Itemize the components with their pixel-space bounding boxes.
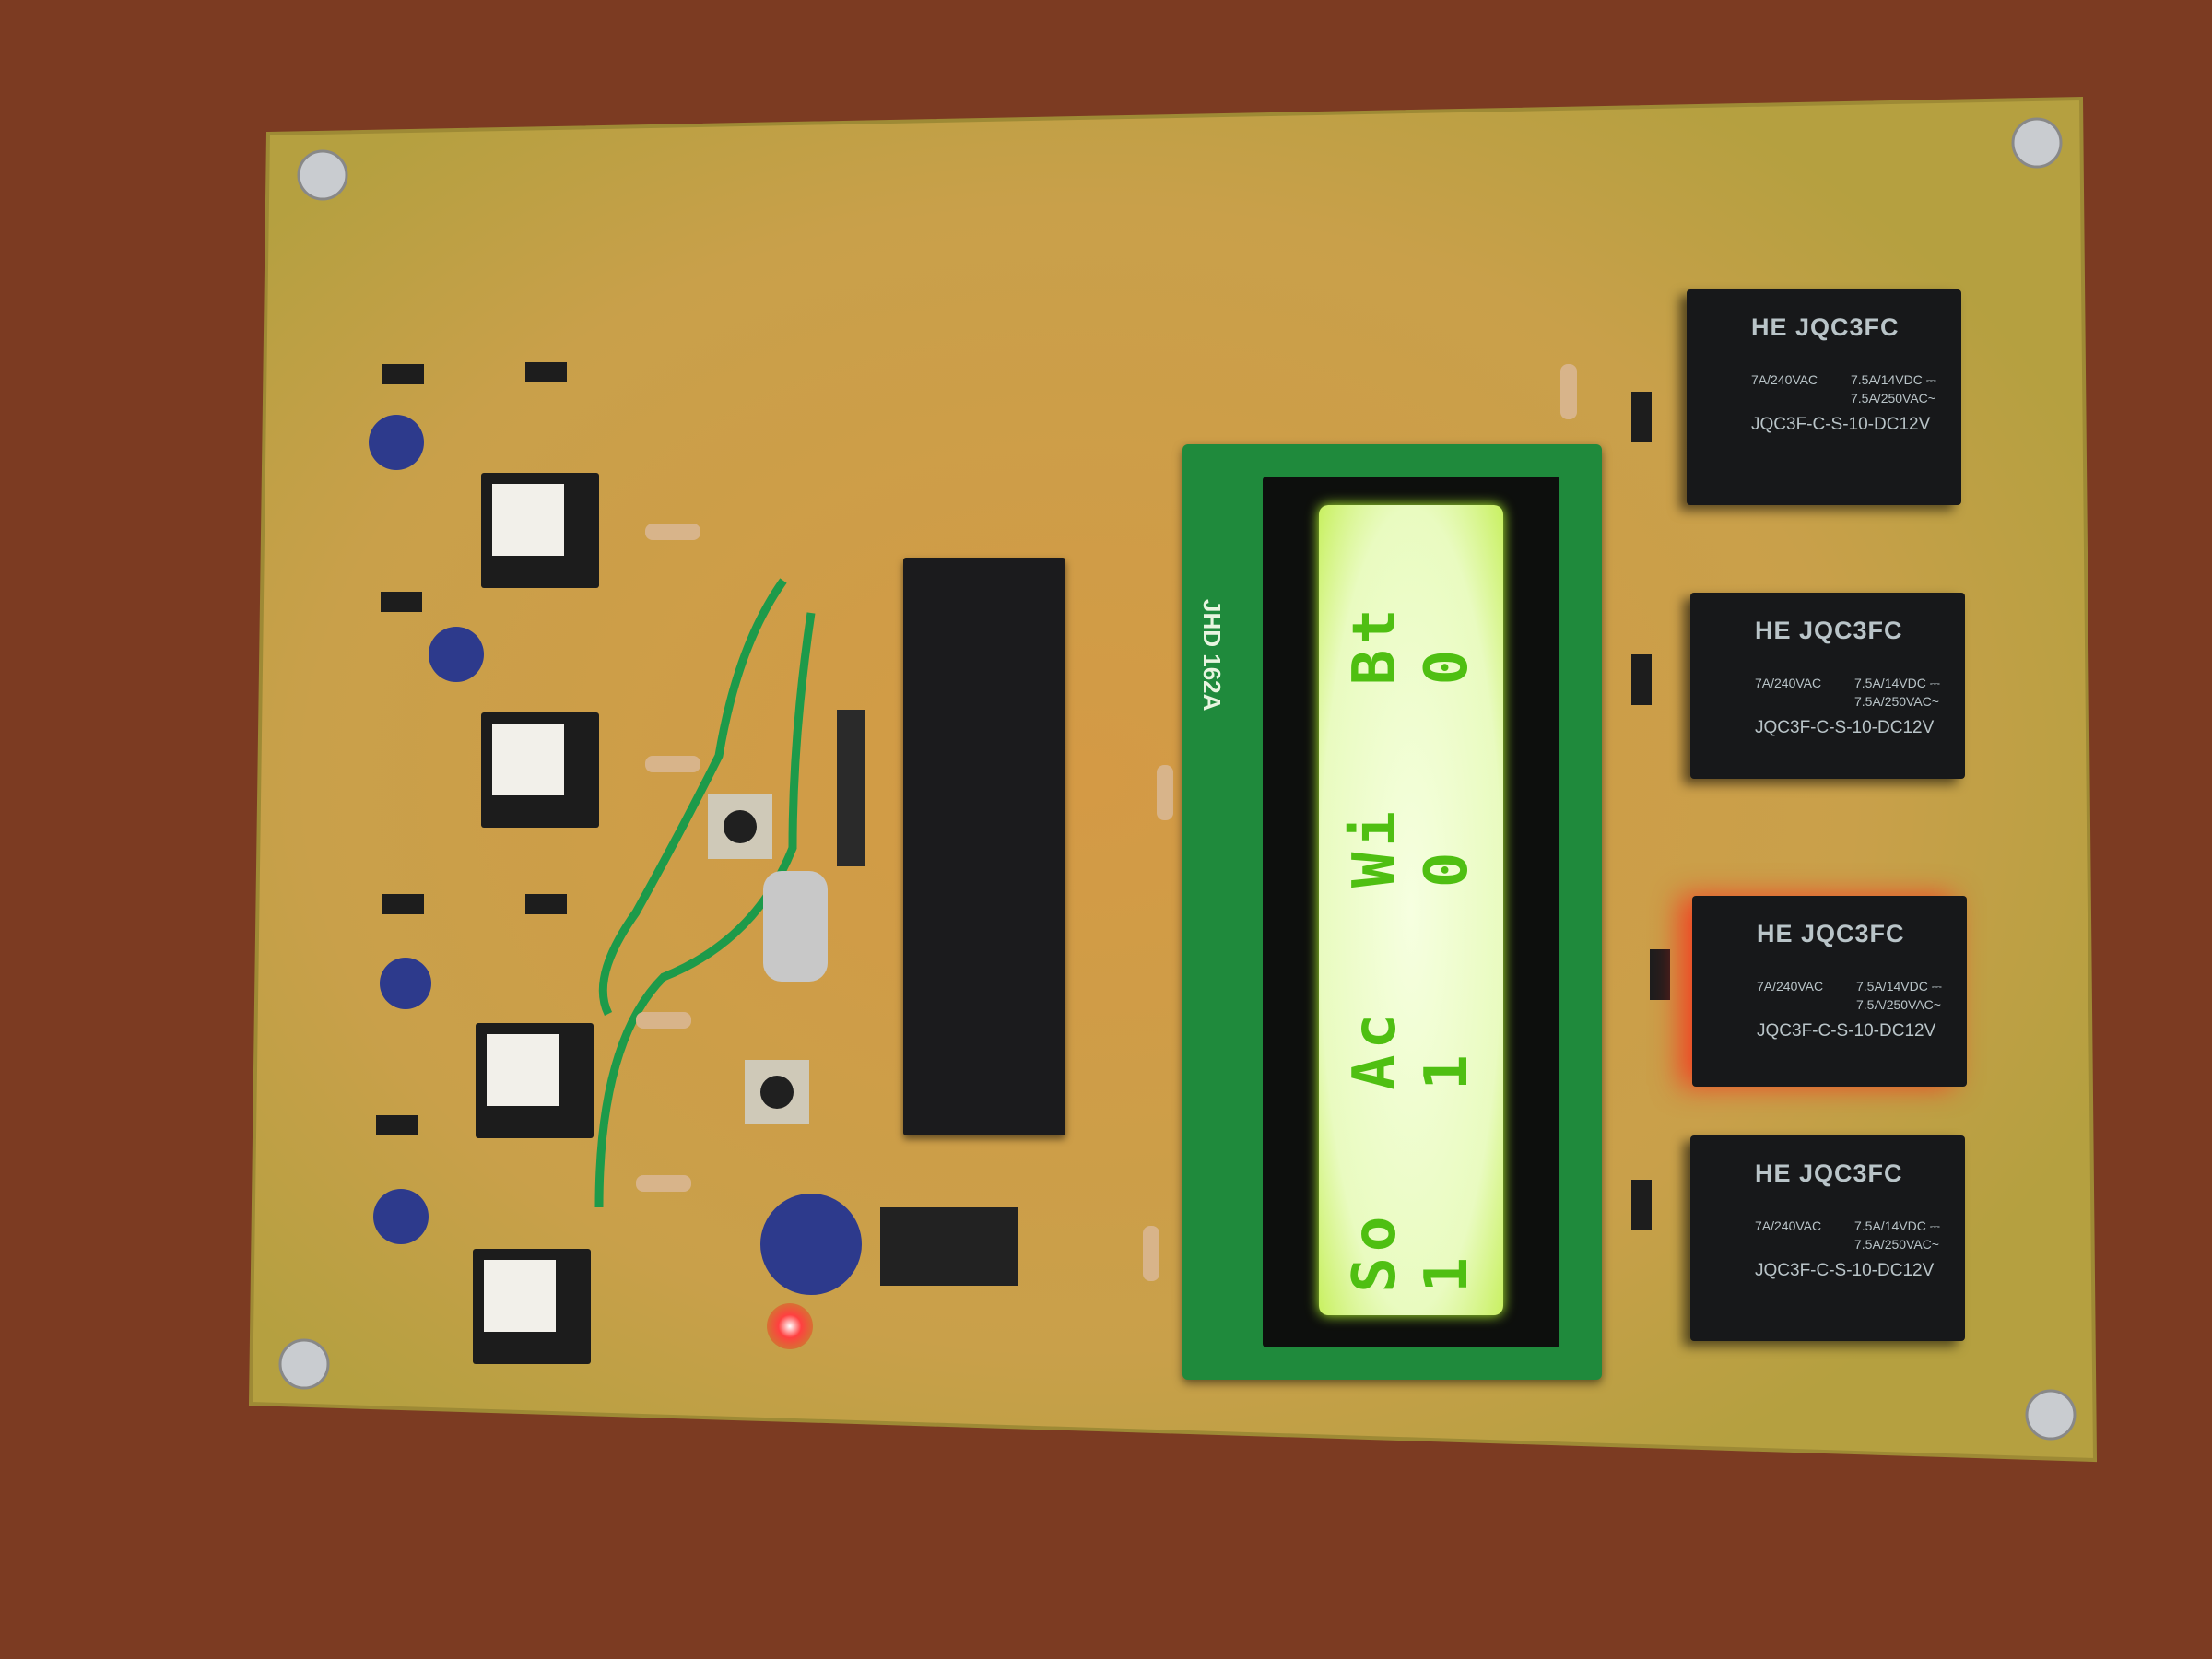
- relay-rating-dc: 7.5A/14VDC ⎓: [1856, 979, 1942, 994]
- relay-model: JQC3F-C-S-10-DC12V: [1755, 718, 1935, 737]
- lcd-label-so: So: [1341, 1210, 1409, 1293]
- power-led: [767, 1303, 813, 1349]
- relay-model: JQC3F-C-S-10-DC12V: [1755, 1261, 1935, 1280]
- lcd-label-ac: Ac: [1341, 1007, 1409, 1090]
- microcontroller-chip: [903, 558, 1065, 1135]
- lcd-label-wi: Wi: [1341, 805, 1409, 888]
- relay-1: HE JQC3FC 7A/240VAC 7.5A/14VDC ⎓ 7.5A/25…: [1687, 289, 1961, 505]
- relay-rating-ac2: 7.5A/250VAC~: [1854, 1237, 1939, 1252]
- relay-rating-ac2: 7.5A/250VAC~: [1854, 694, 1939, 709]
- relay-rating-dc: 7.5A/14VDC ⎓: [1854, 676, 1940, 690]
- relay-rating-dc: 7.5A/14VDC ⎓: [1851, 372, 1936, 387]
- relay-model: JQC3F-C-S-10-DC12V: [1751, 415, 1931, 434]
- lcd-label-bt: Bt: [1341, 602, 1409, 685]
- lcd-screen: So Ac Wi Bt 1 1 0 0: [1319, 505, 1503, 1315]
- relay-rating-ac: 7A/240VAC: [1751, 372, 1818, 387]
- push-buttons: [708, 794, 809, 1124]
- voltage-regulator: [880, 1207, 1018, 1286]
- relay-rating-ac: 7A/240VAC: [1755, 676, 1822, 690]
- relay-brand: HE JQC3FC: [1755, 617, 1903, 644]
- relay-3: HE JQC3FC 7A/240VAC 7.5A/14VDC ⎓ 7.5A/25…: [1692, 896, 1967, 1087]
- optocoupler: [476, 1023, 594, 1138]
- relay-rating-ac: 7A/240VAC: [1755, 1218, 1822, 1233]
- diodes: [376, 362, 1670, 1230]
- lcd-line-1: So Ac Wi Bt: [1339, 505, 1411, 1315]
- optocoupler: [473, 1249, 591, 1364]
- optocoupler: [481, 473, 599, 588]
- optocoupler: [481, 712, 599, 828]
- lcd-value-wi: 0: [1413, 846, 1481, 888]
- relay-brand: HE JQC3FC: [1755, 1159, 1903, 1187]
- relay-brand: HE JQC3FC: [1751, 313, 1900, 341]
- relay-rating-dc: 7.5A/14VDC ⎓: [1854, 1218, 1940, 1233]
- header-pins: [837, 710, 865, 866]
- relay-rating-ac2: 7.5A/250VAC~: [1851, 391, 1936, 406]
- relay-brand: HE JQC3FC: [1757, 920, 1905, 947]
- relay-rating-ac: 7A/240VAC: [1757, 979, 1824, 994]
- wires: [594, 578, 816, 1208]
- lcd-line-2: 1 1 0 0: [1411, 505, 1483, 1315]
- resistors: [636, 364, 1577, 1281]
- relay-2: HE JQC3FC 7A/240VAC 7.5A/14VDC ⎓ 7.5A/25…: [1690, 593, 1965, 779]
- capacitors: [369, 415, 862, 1295]
- mounting-screws: [278, 117, 2077, 1441]
- lcd-value-so: 1: [1413, 1251, 1481, 1293]
- relay-4: HE JQC3FC 7A/240VAC 7.5A/14VDC ⎓ 7.5A/25…: [1690, 1135, 1965, 1341]
- lcd-value-ac: 1: [1413, 1048, 1481, 1090]
- crystal-oscillator: [763, 871, 828, 982]
- relay-rating-ac2: 7.5A/250VAC~: [1856, 997, 1941, 1012]
- lcd-module-label: JHD 162A: [1198, 599, 1226, 712]
- lcd-value-bt: 0: [1413, 643, 1481, 685]
- relay-model: JQC3F-C-S-10-DC12V: [1757, 1021, 1936, 1041]
